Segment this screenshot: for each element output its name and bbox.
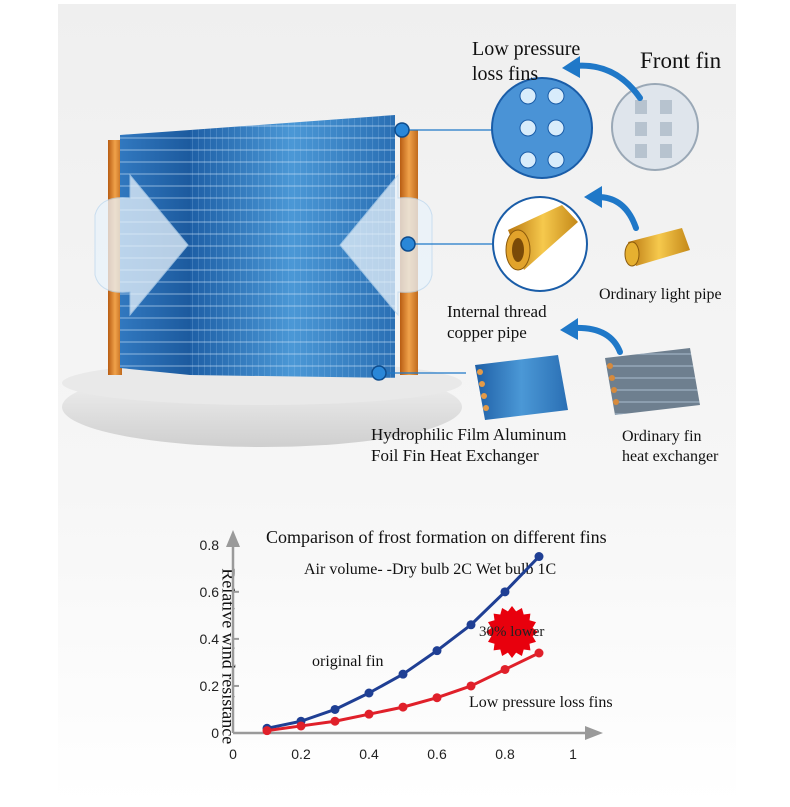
highlight-badge-text: 30% lower bbox=[479, 624, 545, 640]
low-pressure-fin-detail bbox=[491, 77, 593, 179]
label-front-fin: Front fin bbox=[640, 48, 722, 73]
chart-title: Comparison of frost formation on differe… bbox=[266, 527, 607, 547]
label-hydrophilic: Hydrophilic Film Aluminum Foil Fin Heat … bbox=[371, 425, 567, 466]
label-low-pressure-fins: Low pressure loss fins bbox=[472, 38, 581, 85]
callout-dots bbox=[371, 122, 416, 381]
chart-subtitle: Air volume- -Dry bulb 2C Wet bulb 1C bbox=[304, 561, 557, 578]
label-ordinary-fin-hx: Ordinary fin heat exchanger bbox=[622, 428, 719, 465]
label-internal-thread: Internal thread copper pipe bbox=[447, 302, 547, 343]
series-label-low-pressure: Low pressure loss fins bbox=[469, 694, 613, 711]
label-ordinary-light-pipe: Ordinary light pipe bbox=[599, 286, 722, 303]
ordinary-pipe-detail bbox=[624, 228, 690, 267]
callout-leaders bbox=[379, 129, 493, 374]
series-label-original: original fin bbox=[312, 653, 384, 670]
pointer-arrowheads bbox=[560, 56, 602, 340]
front-fin-detail bbox=[611, 83, 699, 171]
hydrophilic-hx-detail bbox=[475, 355, 568, 420]
y-axis-label: Relative wind resistance bbox=[218, 568, 239, 745]
airflow-arrows bbox=[94, 173, 433, 317]
heat-exchanger-illustration bbox=[62, 56, 700, 447]
thread-pipe-detail bbox=[492, 196, 588, 292]
ordinary-fin-hx-detail bbox=[605, 348, 700, 415]
